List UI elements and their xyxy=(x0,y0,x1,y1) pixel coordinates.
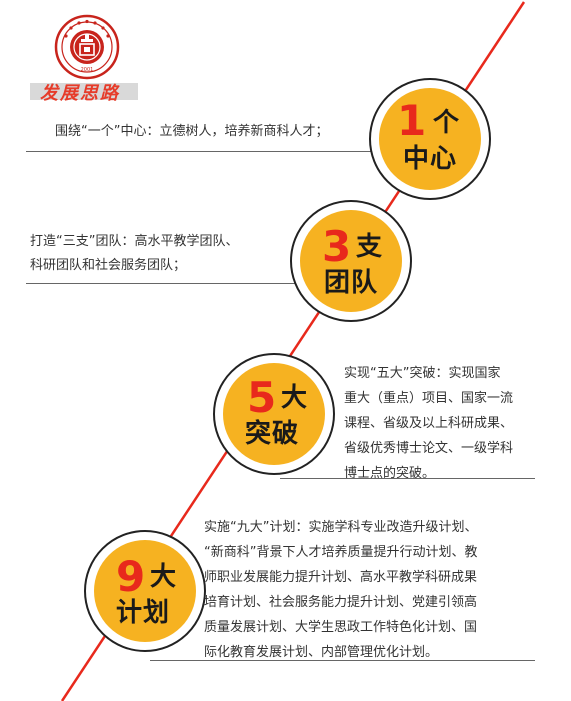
item-4-word1: 大 xyxy=(150,562,177,592)
item-4-rule xyxy=(150,660,535,661)
item-4-text-line-2: “新商科”背景下人才培养质量提升行动计划、教 xyxy=(204,545,478,560)
item-1-text: 围绕“一个”中心：立德树人，培养新商科人才； xyxy=(55,124,329,139)
university-seal-logo: 2001 xyxy=(54,14,120,80)
header-bar xyxy=(30,83,138,100)
item-4-circle: 9 大 计划 xyxy=(84,530,206,652)
item-1-word2: 中心 xyxy=(403,144,458,174)
item-1-word1: 个 xyxy=(433,108,460,138)
item-2-number: 3 xyxy=(322,222,352,271)
item-3-text-line-3: 课程、省级及以上科研成果、 xyxy=(344,416,514,431)
page-title: 发展思路 xyxy=(40,83,120,104)
item-4-text-line-3: 师职业发展能力提升计划、高水平教学科研成果 xyxy=(204,570,478,585)
item-3-rule xyxy=(280,478,535,479)
item-4-text-line-1: 实施“九大”计划：实施学科专业改造升级计划、 xyxy=(204,520,478,535)
logo-year: 2001 xyxy=(81,67,94,73)
item-2-rule xyxy=(26,283,300,284)
item-3-text: 实现“五大”突破：实现国家 重大（重点）项目、国家一流 课程、省级及以上科研成果… xyxy=(344,361,513,486)
item-2-circle: 3 支 团队 xyxy=(290,200,412,322)
item-1-rule xyxy=(26,151,376,152)
item-4-text: 实施“九大”计划：实施学科专业改造升级计划、 “新商科”背景下人才培养质量提升行… xyxy=(204,515,477,665)
item-3-text-line-4: 省级优秀博士论文、一级学科 xyxy=(344,441,514,456)
item-3-number: 5 xyxy=(247,373,277,422)
item-4-text-line-4: 培育计划、社会服务能力提升计划、党建引领高 xyxy=(204,595,478,610)
item-2-text-line-1: 打造“三支”团队：高水平教学团队、 xyxy=(30,234,239,249)
item-3-word1: 大 xyxy=(281,383,308,413)
item-2-word2: 团队 xyxy=(324,268,379,298)
item-2-text: 打造“三支”团队：高水平教学团队、 科研团队和社会服务团队； xyxy=(30,230,238,278)
item-4-word2: 计划 xyxy=(116,598,171,628)
item-3-circle: 5 大 突破 xyxy=(213,353,335,475)
item-4-text-line-6: 际化教育发展计划、内部管理优化计划。 xyxy=(204,645,439,660)
item-1-number: 1 xyxy=(397,96,427,145)
item-2-text-line-2: 科研团队和社会服务团队； xyxy=(30,258,187,273)
item-4-text-line-5: 质量发展计划、大学生思政工作特色化计划、国 xyxy=(204,620,478,635)
item-3-text-line-5: 博士点的突破。 xyxy=(344,466,436,481)
item-3-text-line-1: 实现“五大”突破：实现国家 xyxy=(344,366,501,381)
item-1-circle: 1 个 中心 xyxy=(369,78,491,200)
item-3-text-line-2: 重大（重点）项目、国家一流 xyxy=(344,391,514,406)
item-4-number: 9 xyxy=(116,552,146,601)
item-2-word1: 支 xyxy=(356,232,383,262)
item-3-word2: 突破 xyxy=(245,419,300,449)
